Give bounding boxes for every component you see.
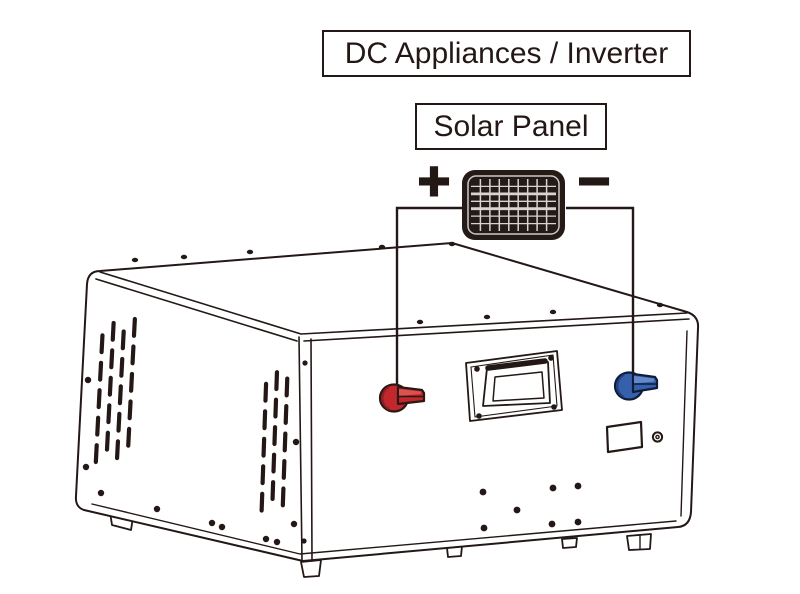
front-left-edge: [298, 336, 313, 562]
negative-wire: [566, 206, 635, 377]
dc-appliances-label: DC Appliances / Inverter: [344, 36, 669, 70]
handle-icon: [465, 350, 563, 422]
front-face-screws: [479, 482, 582, 532]
positive-wire: [395, 206, 462, 391]
minus-symbol: −: [577, 149, 612, 212]
feet: [109, 511, 652, 578]
solar-panel-icon: [462, 170, 565, 240]
positive-terminal-icon: [378, 383, 426, 413]
indicator-ring-icon: [651, 431, 664, 443]
negative-terminal-icon: [613, 371, 659, 401]
right-edge-inner: [680, 330, 688, 517]
plus-symbol: +: [417, 149, 452, 212]
left-face-screws: [82, 360, 308, 546]
top-edge-screws: [131, 241, 664, 325]
solar-panel-label: Solar Panel: [433, 109, 589, 143]
dc-appliances-label-box: DC Appliances / Inverter: [322, 30, 691, 77]
dc-port-icon: [605, 420, 644, 454]
shoulder-edges: [95, 271, 690, 342]
solar-panel-label-box: Solar Panel: [415, 103, 607, 150]
base-crease: [91, 503, 677, 555]
wires: [395, 206, 635, 391]
